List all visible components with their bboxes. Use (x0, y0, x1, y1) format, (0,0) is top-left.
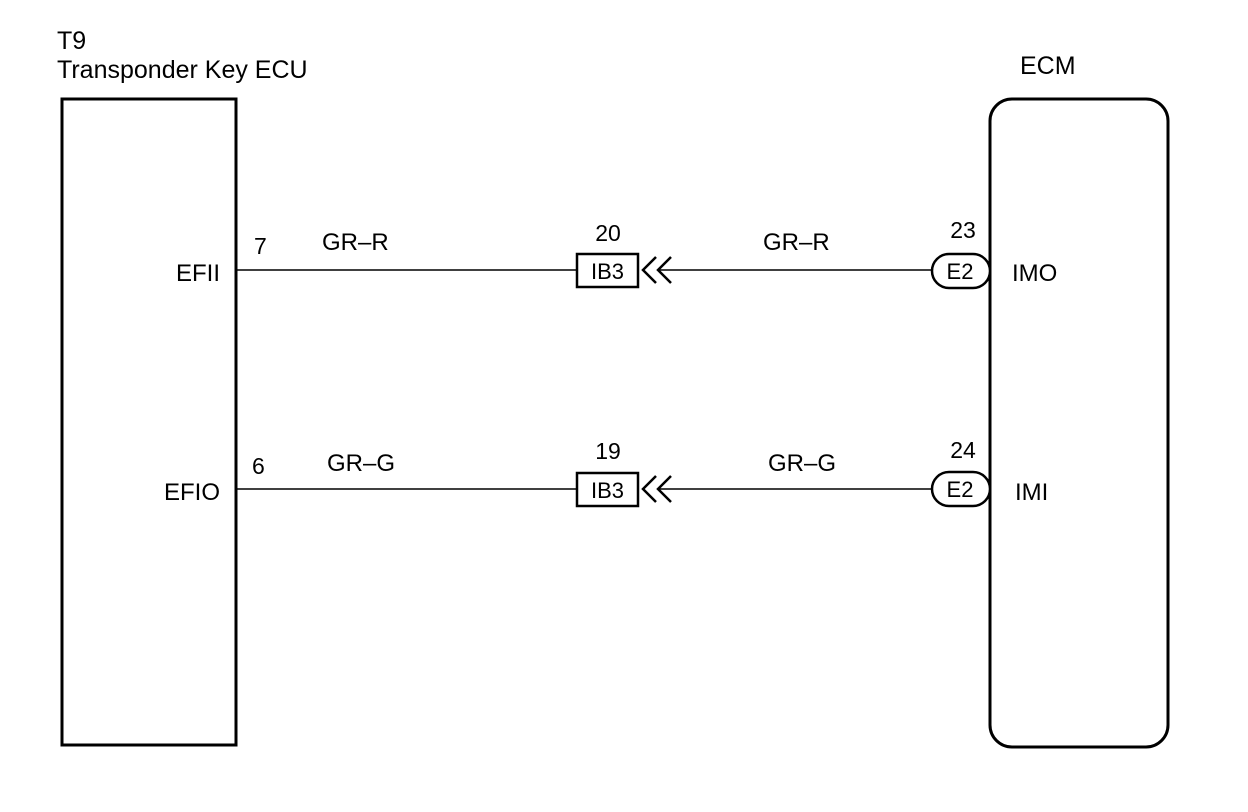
ecm-connector-pill (930, 252, 992, 290)
junction-connector-box (575, 471, 640, 508)
right-terminal-label: IMI (1015, 479, 1048, 506)
left-component-name: Transponder Key ECU (57, 56, 308, 84)
junction-connector-label: IB3 (591, 259, 624, 284)
left-component-code: T9 (57, 27, 86, 55)
circuit-lower: EFIO 6 GR–G 19 IB3 GR–G 24 E2 IMI (164, 437, 1048, 508)
right-wire-color: GR–R (763, 229, 830, 256)
right-terminal-label: IMO (1012, 260, 1057, 287)
right-pin-number: 23 (950, 217, 976, 243)
junction-pin-number: 19 (595, 438, 621, 464)
circuit-upper: EFII 7 GR–R 20 IB3 GR–R 23 E2 IMO (176, 217, 1057, 290)
ecm-connector-label: E2 (947, 259, 974, 284)
left-terminal-label: EFII (176, 260, 220, 287)
left-pin-number: 6 (252, 453, 265, 479)
ecm-box (988, 97, 1170, 749)
left-pin-number: 7 (254, 233, 267, 259)
left-terminal-label: EFIO (164, 479, 220, 506)
junction-connector-label: IB3 (591, 478, 624, 503)
left-wire-color: GR–R (322, 229, 389, 256)
junction-pin-number: 20 (595, 220, 621, 246)
right-wire-color: GR–G (768, 450, 836, 477)
ecm-connector-label: E2 (947, 477, 974, 502)
ecm-connector-pill (930, 470, 992, 508)
left-wire-color: GR–G (327, 450, 395, 477)
right-pin-number: 24 (950, 437, 976, 463)
right-component-name: ECM (1020, 52, 1076, 80)
junction-connector-box (575, 252, 640, 289)
transponder-key-ecu-box (60, 97, 238, 747)
